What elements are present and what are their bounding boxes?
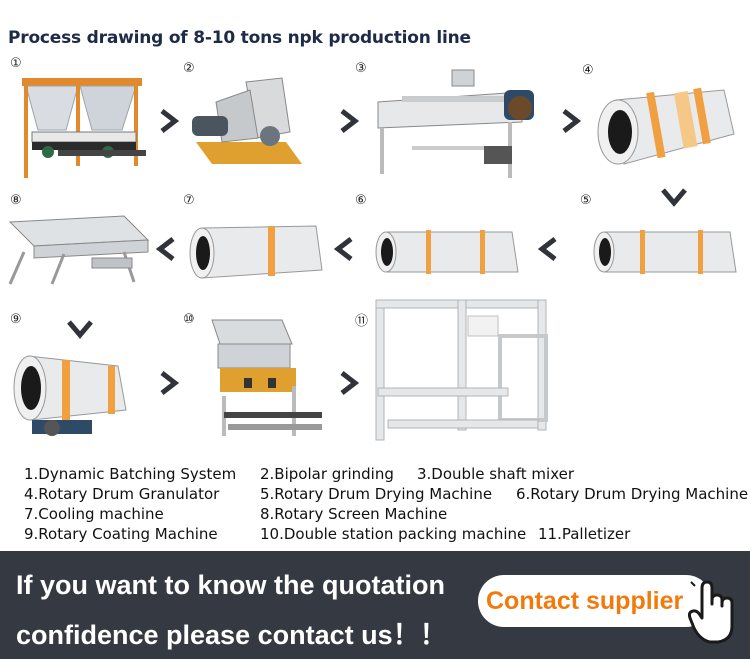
bipolar-grinder-image [192,77,302,164]
banner-line-1: If you want to know the quotation [16,570,445,600]
banner-line-2: confidence please contact us！！ [16,620,447,650]
legend-item-9: 9.Rotary Coating Machine [24,525,218,543]
step-number-6: ⑥ [355,193,367,208]
chevron-left-icon [156,237,175,261]
process-diagram: Process drawing of 8-10 tons npk product… [8,28,749,543]
legend-item-10: 10.Double station packing machine [260,525,527,543]
rotary-drum-dryer-6-image [375,230,519,274]
step-number-9: ⑨ [10,312,22,327]
chevron-right-icon [340,109,360,133]
contact-supplier-button[interactable]: Contact supplier [478,575,712,627]
batching-system-image [22,78,146,178]
chevron-left-icon [538,237,557,261]
legend-item-6: 6.Rotary Drum Drying Machine [516,485,749,503]
chevron-down-icon [661,188,687,207]
hand-pointer-icon [688,580,734,644]
double-shaft-mixer-image [377,69,534,178]
step-number-4: ④ [582,63,594,78]
step-number-8: ⑧ [10,193,22,208]
step-number-2: ② [183,61,195,76]
page-title: Process drawing of 8-10 tons npk product… [8,28,471,48]
step-number-3: ③ [355,61,367,76]
palletizer-image [375,299,548,441]
legend-item-4: 4.Rotary Drum Granulator [24,485,220,503]
chevron-right-icon [340,371,360,395]
chevron-down-icon [67,320,93,339]
step-number-7: ⑦ [183,193,195,208]
step-number-5: ⑤ [580,193,592,208]
rotary-coating-machine-image [13,355,127,436]
legend-item-11: 11.Palletizer [538,525,631,543]
contact-supplier-label[interactable]: Contact supplier [486,587,684,615]
legend-item-2: 2.Bipolar grinding [260,465,394,483]
packing-machine-image [211,319,322,436]
cooling-machine-image [189,225,323,279]
rotary-drum-granulator-image [597,87,735,165]
legend-item-8: 8.Rotary Screen Machine [260,505,448,523]
chevron-right-icon [160,109,180,133]
rotary-screen-image [8,215,150,285]
rotary-drum-dryer-5-image [593,230,737,274]
chevron-left-icon [334,237,353,261]
legend-item-5: 5.Rotary Drum Drying Machine [260,485,493,503]
step-number-10: ⑩ [183,312,195,327]
step-number-1: ① [10,56,22,71]
chevron-right-icon [160,371,180,395]
step-number-11: ⑪ [355,314,369,329]
chevron-right-icon [562,109,582,133]
legend-item-1: 1.Dynamic Batching System [24,465,237,483]
legend-item-7: 7.Cooling machine [24,505,164,523]
legend-item-3: 3.Double shaft mixer [417,465,575,483]
